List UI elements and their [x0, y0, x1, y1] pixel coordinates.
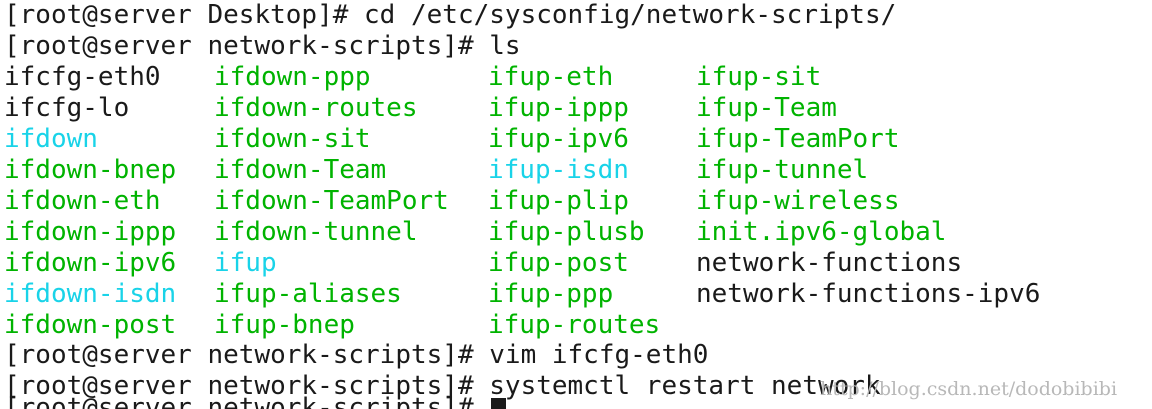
ls-entry: ifdown-post [4, 310, 177, 340]
ls-entry: ifup-plip [488, 186, 629, 216]
ls-entry: ifup-eth [488, 62, 614, 92]
ls-entry: ifdown-TeamPort [214, 186, 449, 216]
command-text: cd /etc/sysconfig/network-scripts/ [364, 0, 897, 30]
ls-entry: ifdown-ppp [214, 62, 371, 92]
command-line-current[interactable]: [root@server network-scripts]# [4, 393, 507, 409]
ls-entry: ifup-sit [696, 62, 822, 92]
ls-entry: ifup-TeamPort [696, 124, 900, 154]
command-text: ls [489, 31, 521, 61]
ls-entry: ifdown-ippp [4, 217, 177, 247]
command-line-systemctl: [root@server network-scripts]# systemctl… [4, 371, 881, 402]
ls-entry: ifcfg-eth0 [4, 62, 161, 92]
ls-entry: network-functions [696, 248, 963, 278]
shell-prompt: [root@server network-scripts]# [4, 393, 490, 409]
ls-entry: ifup-bnep [214, 310, 355, 340]
ls-entry: ifup-ppp [488, 279, 614, 309]
ls-entry: ifup-ippp [488, 93, 629, 123]
ls-entry: ifdown [4, 124, 98, 154]
ls-entry: ifup-wireless [696, 186, 900, 216]
shell-prompt: [root@server Desktop]# [4, 0, 365, 30]
command-line-vim: [root@server network-scripts]# vim ifcfg… [4, 340, 708, 371]
ls-entry: network-functions-ipv6 [696, 279, 1041, 309]
ls-entry: ifup-Team [696, 93, 837, 123]
shell-prompt: [root@server network-scripts]# [4, 371, 490, 401]
ls-entry: ifdown-eth [4, 186, 161, 216]
ls-entry: ifup-isdn [488, 155, 629, 185]
shell-prompt: [root@server network-scripts]# [4, 340, 490, 370]
ls-entry: init.ipv6-global [696, 217, 947, 247]
ls-entry: ifup-routes [488, 310, 661, 340]
ls-entry: ifdown-ipv6 [4, 248, 177, 278]
watermark: http://blog.csdn.net/dodobibibi [820, 378, 1118, 400]
command-text: systemctl restart network [489, 371, 881, 401]
ls-entry: ifup [214, 248, 277, 278]
ls-entry: ifdown-tunnel [214, 217, 418, 247]
ls-entry: ifdown-isdn [4, 279, 177, 309]
shell-prompt: [root@server network-scripts]# [4, 31, 490, 61]
ls-entry: ifcfg-lo [4, 93, 130, 123]
command-line-cd: [root@server Desktop]# cd /etc/sysconfig… [4, 0, 896, 31]
ls-entry: ifdown-sit [214, 124, 371, 154]
ls-entry: ifup-aliases [214, 279, 402, 309]
ls-entry: ifup-ipv6 [488, 124, 629, 154]
text-cursor [491, 397, 507, 409]
ls-entry: ifup-post [488, 248, 629, 278]
ls-entry: ifup-tunnel [696, 155, 869, 185]
command-text: vim ifcfg-eth0 [489, 340, 709, 370]
ls-entry: ifup-plusb [488, 217, 645, 247]
ls-entry: ifdown-routes [214, 93, 418, 123]
ls-entry: ifdown-Team [214, 155, 387, 185]
ls-entry: ifdown-bnep [4, 155, 177, 185]
command-line-ls: [root@server network-scripts]# ls [4, 31, 521, 62]
